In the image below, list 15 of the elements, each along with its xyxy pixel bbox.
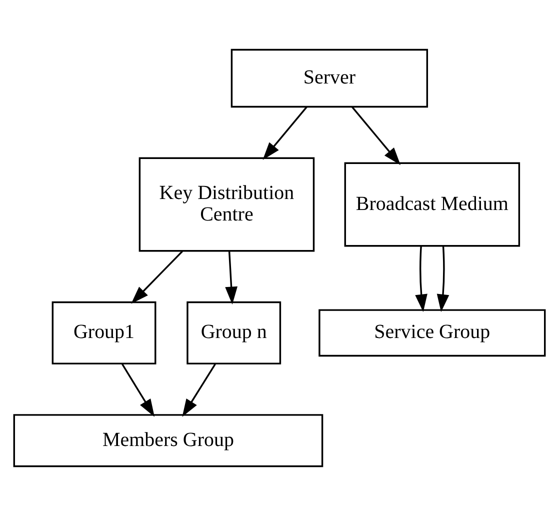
arrow <box>415 246 428 312</box>
node-box: Server <box>230 48 428 108</box>
arrow <box>122 364 155 417</box>
arrow <box>436 246 450 312</box>
node-box: Group1 <box>52 301 156 364</box>
arrow <box>262 106 308 160</box>
arrow <box>182 364 216 417</box>
arrow <box>352 106 401 166</box>
arrow <box>131 250 184 304</box>
node-box: Key Distribution Centre <box>138 157 315 252</box>
node-box: Group n <box>186 301 282 364</box>
node-box: Service Group <box>318 309 546 357</box>
arrow <box>225 251 238 304</box>
node-box: Members Group <box>13 414 324 468</box>
node-box: Broadcast Medium <box>344 162 520 247</box>
